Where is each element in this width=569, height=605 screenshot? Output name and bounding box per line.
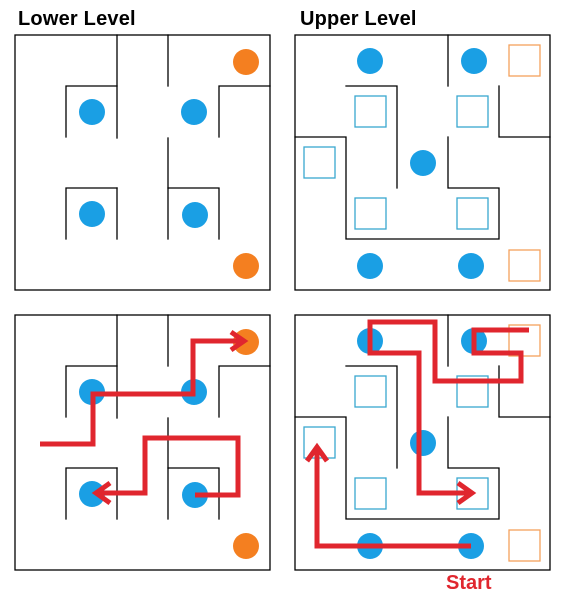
blue-square: [354, 197, 387, 230]
red-path-route: [314, 449, 471, 549]
orange-dot: [233, 533, 259, 559]
maze-border: [14, 34, 271, 291]
blue-dot: [79, 99, 105, 125]
maze-wall: [345, 365, 398, 469]
arrowhead-chevron-icon: [456, 480, 477, 506]
upper-level-items: [303, 44, 541, 282]
maze-wall: [294, 136, 500, 240]
maze-wall: [167, 187, 220, 240]
blue-square: [354, 95, 387, 128]
upper-level-maze: [294, 34, 551, 291]
arrowhead-chevron-icon: [304, 442, 330, 463]
maze-wall: [65, 85, 118, 138]
maze-wall: [65, 187, 118, 240]
upper-level-red-paths: [304, 319, 529, 549]
maze-wall: [498, 365, 551, 418]
maze-border: [294, 314, 551, 571]
maze-wall: [65, 467, 118, 520]
upper-level-solution-items: [303, 324, 541, 562]
blue-dot: [79, 201, 105, 227]
blue-square: [456, 197, 489, 230]
blue-dot: [79, 481, 105, 507]
red-path-route: [97, 435, 241, 498]
maze-wall: [218, 85, 271, 138]
maze-wall: [498, 85, 551, 138]
blue-dot: [181, 99, 207, 125]
blue-square: [456, 375, 489, 408]
maze-border: [14, 314, 271, 571]
maze-wall: [294, 416, 500, 520]
orange-square: [508, 324, 541, 357]
maze-wall: [345, 85, 398, 189]
orange-dot: [233, 49, 259, 75]
blue-dot: [182, 202, 208, 228]
lower-level-solution-dots: [79, 329, 259, 559]
red-path-route: [367, 319, 529, 496]
blue-dot: [461, 48, 487, 74]
orange-square: [508, 44, 541, 77]
arrowhead-chevron-icon: [229, 329, 249, 353]
blue-square: [354, 477, 387, 510]
blue-square: [354, 375, 387, 408]
blue-square: [456, 95, 489, 128]
red-path-route: [40, 338, 244, 447]
blue-square: [303, 146, 336, 179]
arrowhead-chevron-icon: [91, 480, 112, 506]
lower-level-red-paths: [40, 329, 249, 506]
upper-level-title: Upper Level: [300, 8, 417, 30]
blue-dot: [357, 253, 383, 279]
blue-dot: [410, 150, 436, 176]
start-label: Start: [446, 572, 492, 594]
orange-square: [508, 249, 541, 282]
blue-dot: [357, 48, 383, 74]
maze-wall: [65, 365, 118, 418]
orange-dot: [233, 253, 259, 279]
blue-dot: [458, 253, 484, 279]
blue-dot: [410, 430, 436, 456]
lower-level-title: Lower Level: [18, 8, 136, 30]
orange-square: [508, 529, 541, 562]
lower-level-dots: [79, 49, 259, 279]
lower-level-maze: [14, 34, 271, 291]
upper-level-solution-maze: [294, 314, 551, 571]
maze-border: [294, 34, 551, 291]
maze-wall: [218, 365, 271, 418]
